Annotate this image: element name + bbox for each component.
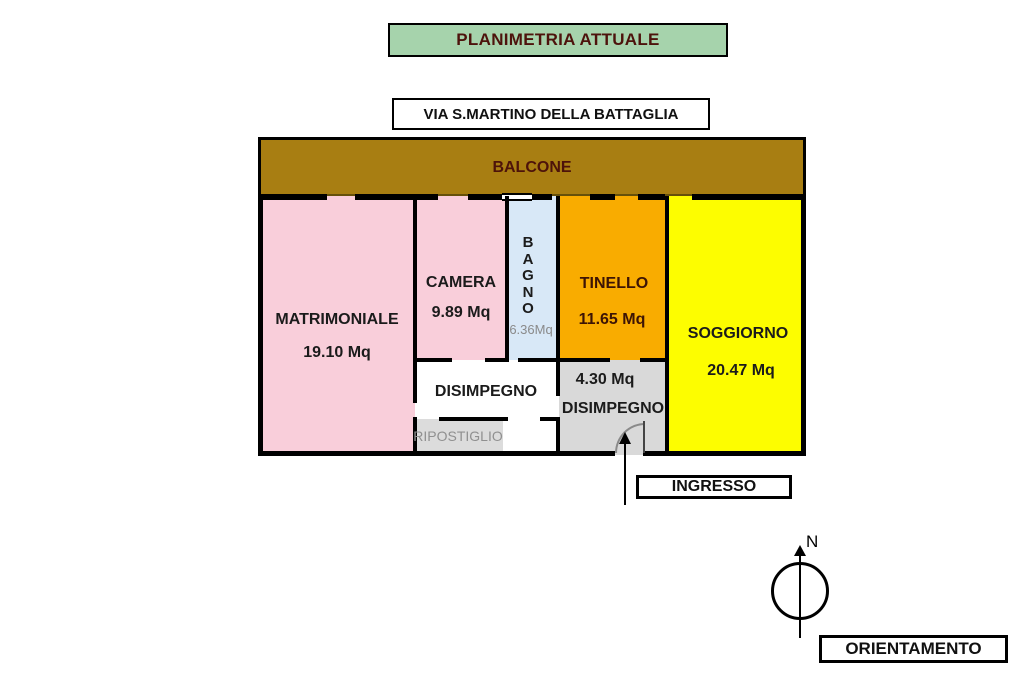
north-label: N	[806, 532, 819, 551]
wall-segment	[415, 358, 452, 362]
wall-segment	[532, 194, 552, 200]
orientamento-label: ORIENTAMENTO	[845, 639, 982, 658]
wall-segment	[638, 194, 665, 200]
address-box: VIA S.MARTINO DELLA BATTAGLIA	[392, 98, 710, 130]
label-camera-area: 9.89 Mq	[431, 304, 491, 321]
wall-segment	[801, 196, 806, 456]
wall-segment	[258, 451, 615, 456]
label-bagno-area: 6.36Mq	[509, 322, 553, 337]
page-title: PLANIMETRIA ATTUALE	[456, 30, 660, 49]
room-disimpegno-ingresso	[559, 360, 668, 455]
wall-segment	[413, 417, 417, 456]
room-camera	[415, 196, 507, 360]
entrance-arrow-icon	[624, 443, 626, 505]
wall-segment	[665, 196, 669, 456]
wall-segment	[643, 451, 806, 456]
label-tinello-area: 11.65 Mq	[578, 311, 646, 328]
room-tinello	[559, 196, 668, 360]
wall-segment	[640, 358, 668, 362]
room-balcone: BALCONE	[258, 137, 806, 196]
label-tinello-name: TINELLO	[579, 275, 649, 292]
wall-segment	[413, 196, 417, 403]
wall-segment	[355, 194, 438, 200]
entrance-arrowhead-icon	[619, 432, 631, 444]
wall-segment	[468, 194, 502, 200]
wall-segment	[556, 196, 560, 396]
wall-segment	[518, 358, 556, 362]
north-arrow-icon	[799, 548, 801, 638]
label-bagno-name: BAGNO	[522, 234, 534, 317]
page-title-box: PLANIMETRIA ATTUALE	[388, 23, 728, 57]
room-ripostiglio	[415, 419, 503, 455]
wall-segment	[258, 194, 327, 200]
orientamento-box: ORIENTAMENTO	[819, 635, 1008, 663]
label-soggiorno-area: 20.47 Mq	[707, 362, 775, 379]
label-disimpegno-ingresso-name: DISIMPEGNO	[561, 400, 665, 417]
label-matrimoniale-area: 19.10 Mq	[303, 344, 371, 361]
room-soggiorno	[668, 196, 806, 455]
wall-segment	[505, 196, 509, 360]
balcone-label: BALCONE	[492, 159, 572, 176]
label-disimpegno-name: DISIMPEGNO	[434, 383, 538, 400]
label-ripostiglio-name: RIPOSTIGLIO	[413, 428, 503, 444]
north-arrowhead-icon	[794, 545, 806, 556]
window-segment	[502, 193, 532, 201]
wall-segment	[560, 358, 610, 362]
room-bagno	[507, 196, 559, 360]
label-soggiorno-name: SOGGIORNO	[687, 325, 789, 342]
wall-segment	[590, 194, 615, 200]
wall-segment	[485, 358, 509, 362]
label-matrimoniale-name: MATRIMONIALE	[275, 311, 399, 328]
wall-segment	[540, 417, 560, 421]
wall-segment	[692, 194, 806, 200]
address-label: VIA S.MARTINO DELLA BATTAGLIA	[423, 105, 679, 123]
label-camera-name: CAMERA	[425, 274, 497, 291]
room-matrimoniale	[258, 196, 415, 455]
wall-segment	[258, 196, 263, 456]
label-disimpegno-ingresso-area: 4.30 Mq	[575, 371, 635, 388]
ingresso-label: INGRESSO	[671, 478, 757, 495]
ingresso-box: INGRESSO	[636, 475, 792, 499]
door-leaf-icon	[643, 421, 645, 453]
wall-segment	[439, 417, 508, 421]
wall-segment	[556, 418, 560, 456]
